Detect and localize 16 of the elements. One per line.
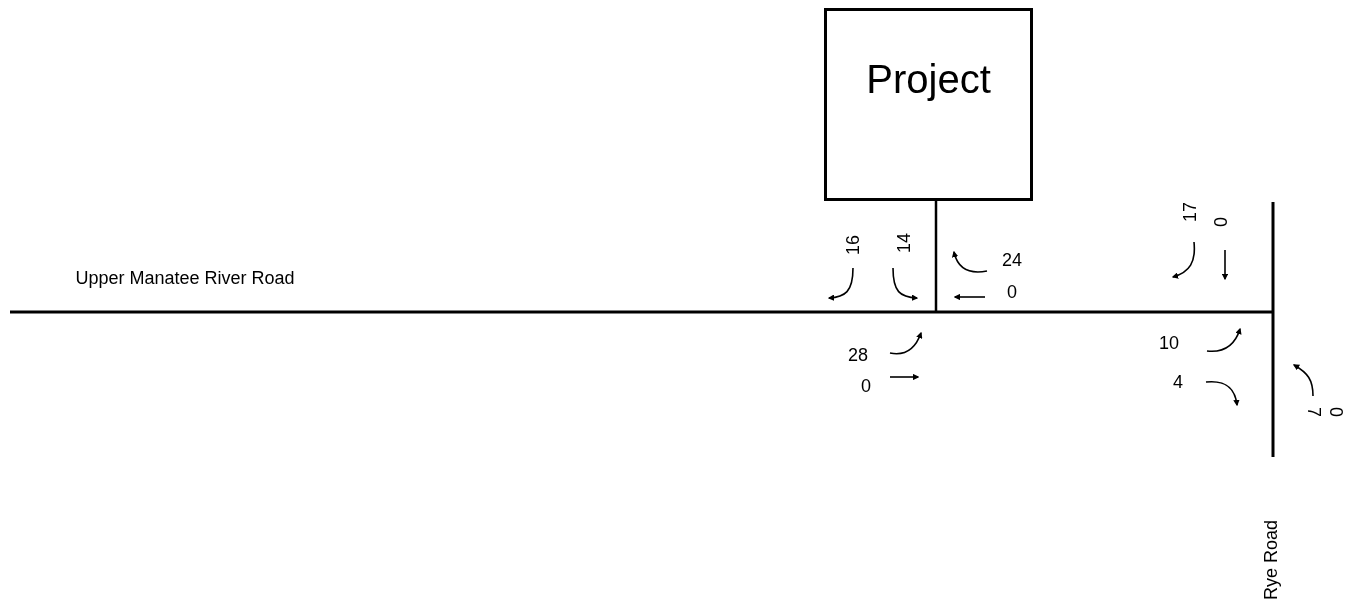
- volume-label: 0: [1211, 217, 1231, 227]
- volume-label: 28: [848, 345, 869, 365]
- volume-label: 24: [1002, 250, 1023, 270]
- volume-label: 0: [1326, 407, 1346, 417]
- road-name: Upper Manatee River Road: [75, 268, 295, 288]
- volume-label: 17: [1180, 202, 1200, 222]
- site-label: Project: [865, 56, 992, 103]
- road-name: Rye Road: [1261, 520, 1281, 600]
- volume-label: 7: [1304, 407, 1324, 417]
- volume-label: 0: [1007, 282, 1017, 302]
- volume-label: 16: [843, 235, 863, 255]
- volume-label: 4: [1173, 372, 1183, 392]
- project-box: [824, 8, 1033, 201]
- volume-label: 10: [1159, 333, 1180, 353]
- volume-label: 0: [861, 376, 871, 396]
- volume-label: 14: [894, 233, 914, 253]
